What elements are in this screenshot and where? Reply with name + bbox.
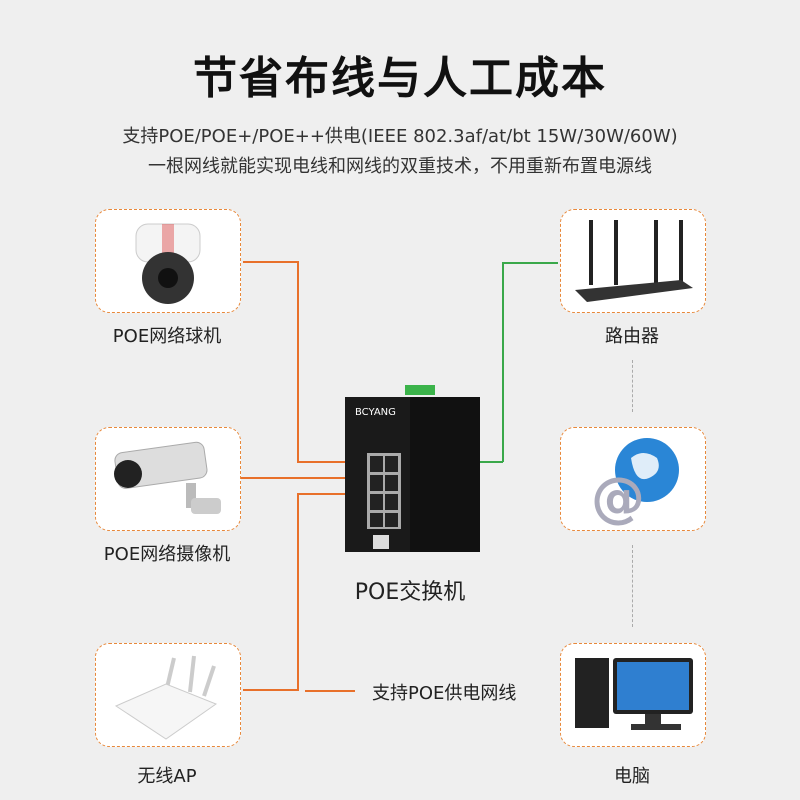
dome-camera-card — [95, 209, 241, 313]
router-label: 路由器 — [605, 326, 659, 347]
poe-cable — [297, 493, 370, 495]
wireless-ap-label: 无线AP — [137, 766, 197, 787]
network-cable — [502, 262, 504, 462]
dome-camera-label: POE网络球机 — [112, 326, 222, 347]
poe-cable — [297, 461, 367, 463]
dome-camera-icon — [135, 223, 201, 304]
link-line — [632, 545, 633, 627]
router-icon — [575, 220, 693, 302]
computer-card — [560, 643, 706, 747]
network-cable — [502, 262, 558, 264]
internet-card: @ — [560, 427, 706, 531]
wireless-ap-card — [95, 643, 241, 747]
switch-label: POE交换机 — [354, 580, 466, 605]
legend-line — [305, 690, 355, 692]
poe-cable — [243, 261, 299, 263]
network-cable — [480, 461, 503, 463]
computer-icon — [575, 658, 693, 730]
page-title: 节省布线与人工成本 — [193, 53, 607, 104]
poe-switch-icon: BCYANG — [345, 385, 480, 552]
bullet-camera-label: POE网络摄像机 — [103, 544, 231, 565]
svg-text:@: @ — [591, 466, 645, 529]
subtitle-line-2: 一根网线就能实现电线和网线的双重技术，不用重新布置电源线 — [148, 156, 652, 177]
switch-brand: BCYANG — [355, 407, 396, 418]
link-line — [632, 360, 633, 412]
router-card — [560, 209, 706, 313]
poe-cable — [297, 261, 299, 462]
wireless-ap-icon — [114, 655, 218, 740]
bullet-camera-icon — [114, 441, 221, 514]
subtitle-line-1: 支持POE/POE+/POE++供电(IEEE 802.3af/at/bt 15… — [122, 126, 678, 147]
internet-globe-icon: @ — [591, 438, 679, 529]
bullet-camera-card — [95, 427, 241, 531]
poe-cable — [297, 493, 299, 691]
legend-label: 支持POE供电网线 — [372, 683, 517, 704]
computer-label: 电脑 — [614, 766, 650, 787]
poe-cable — [243, 689, 299, 691]
poe-cable — [240, 477, 370, 479]
